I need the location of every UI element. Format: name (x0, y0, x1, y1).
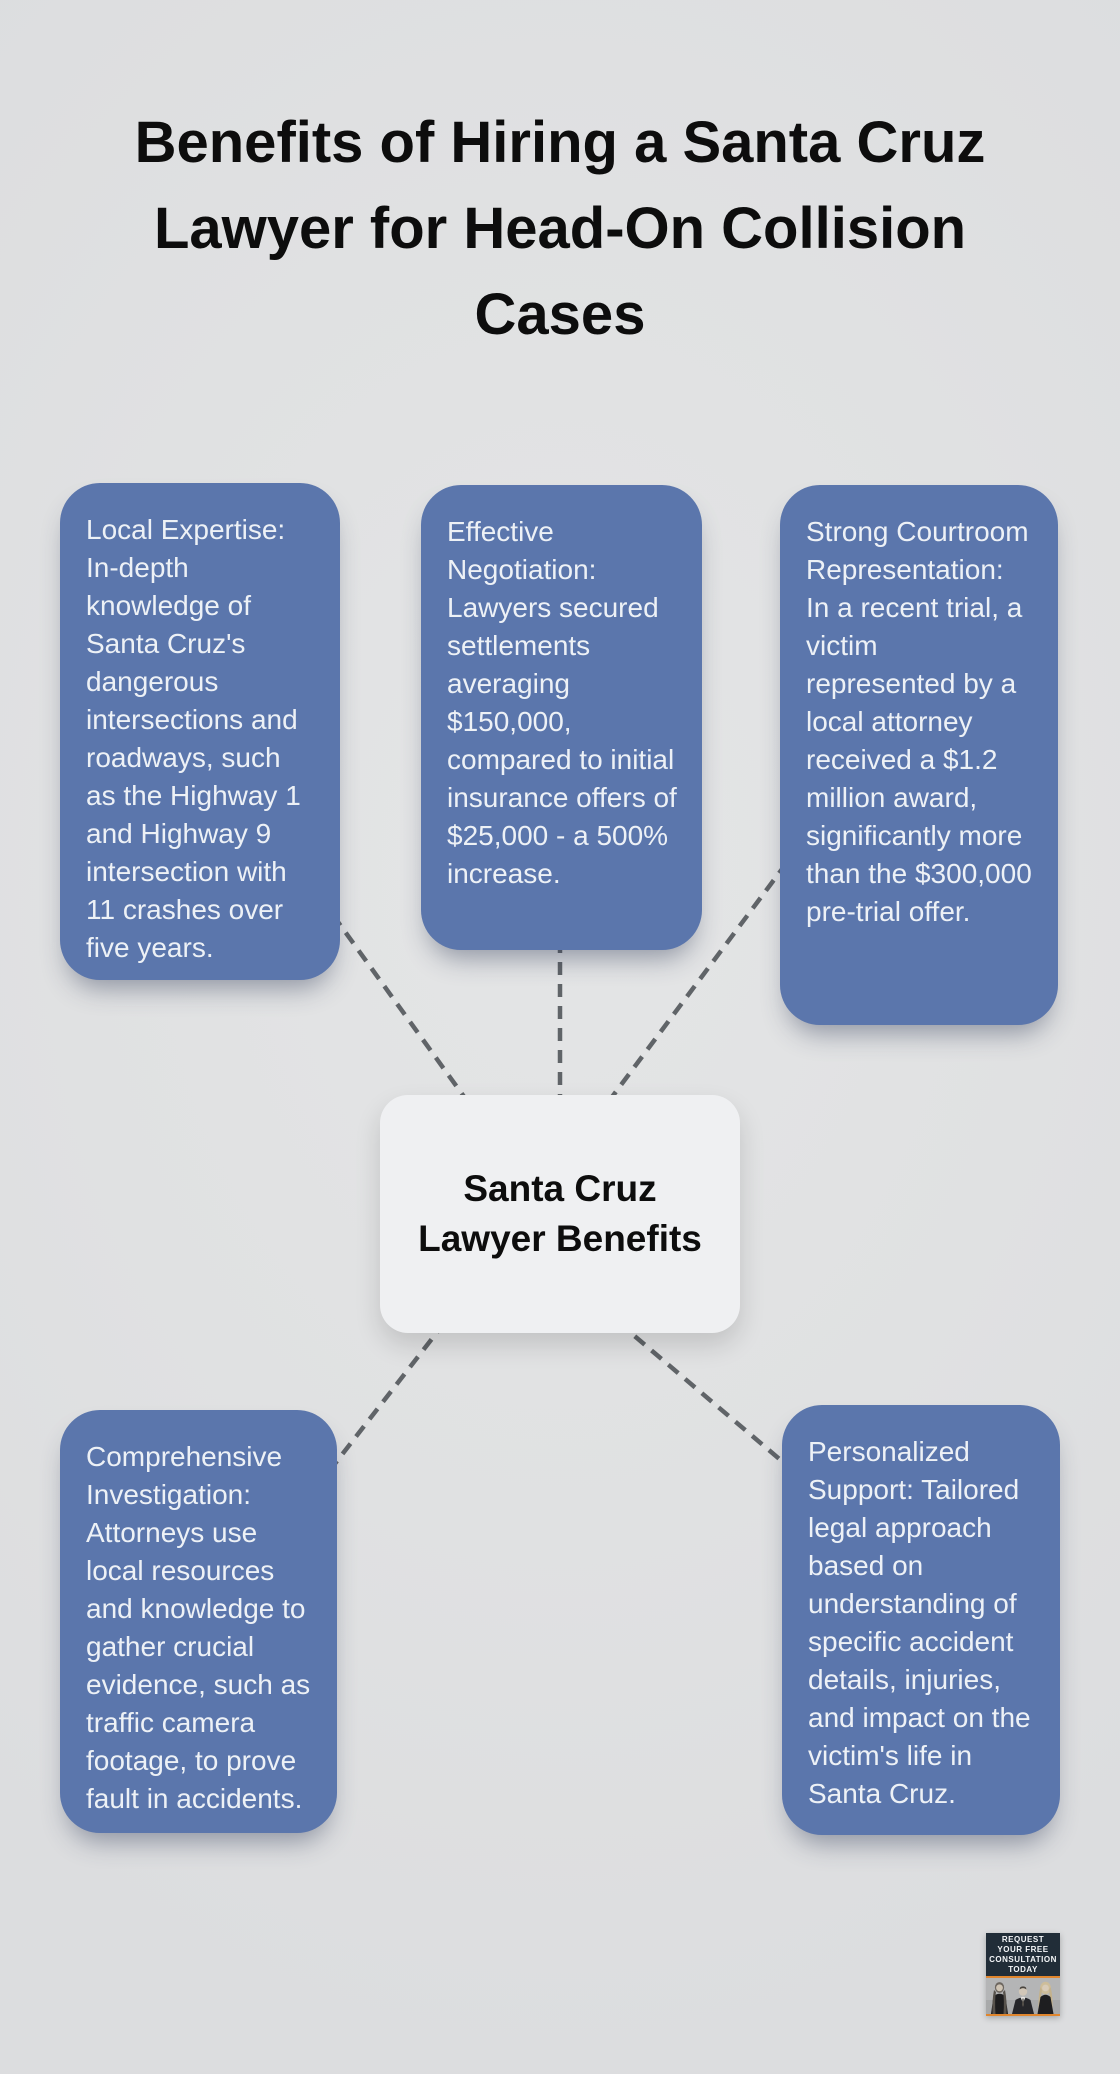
badge-text-line: CONSULTATION (989, 1954, 1057, 1964)
attorneys-photo-graphic (986, 1978, 1060, 2014)
benefit-node-text: Effective Negotiation: Lawyers secured s… (447, 516, 677, 889)
badge-text-line: REQUEST (1001, 1934, 1045, 1944)
benefit-node-text: Strong Courtroom Representation: In a re… (806, 516, 1032, 927)
consultation-badge[interactable]: REQUEST YOUR FREE CONSULTATION TODAY (986, 1933, 1060, 2016)
consultation-badge-text[interactable]: REQUEST YOUR FREE CONSULTATION TODAY (986, 1933, 1060, 1978)
central-node: Santa Cruz Lawyer Benefits (380, 1095, 740, 1333)
badge-text-line: YOUR FREE (997, 1944, 1049, 1954)
page-title-line: Benefits of Hiring a Santa Cruz (134, 110, 986, 175)
benefit-node-comprehensive-investigation: Comprehensive Investigation: Attorneys u… (60, 1410, 337, 1833)
page-title-line: Cases (474, 282, 646, 347)
benefit-node-personalized-support: Personalized Support: Tailored legal app… (782, 1405, 1060, 1835)
connector-line-personalized-support (616, 1320, 792, 1470)
page-title-line: Lawyer for Head-On Collision (153, 196, 967, 261)
benefit-node-text: Local Expertise: In-depth knowledge of S… (86, 514, 301, 963)
badge-text-line: TODAY (1008, 1964, 1038, 1974)
benefit-node-local-expertise: Local Expertise: In-depth knowledge of S… (60, 483, 340, 980)
benefit-node-strong-courtroom-representation: Strong Courtroom Representation: In a re… (780, 485, 1058, 1025)
benefit-node-effective-negotiation: Effective Negotiation: Lawyers secured s… (421, 485, 702, 950)
benefit-node-text: Comprehensive Investigation: Attorneys u… (86, 1441, 311, 1814)
attorneys-photo (986, 1978, 1060, 2016)
connector-line-strong-courtroom (610, 843, 802, 1099)
connector-line-comprehensive-investigation (328, 1320, 447, 1472)
benefit-node-text: Personalized Support: Tailored legal app… (808, 1436, 1031, 1809)
page-title: Benefits of Hiring a Santa Cruz Lawyer f… (0, 100, 1120, 358)
central-node-label: Santa Cruz Lawyer Benefits (418, 1168, 702, 1259)
